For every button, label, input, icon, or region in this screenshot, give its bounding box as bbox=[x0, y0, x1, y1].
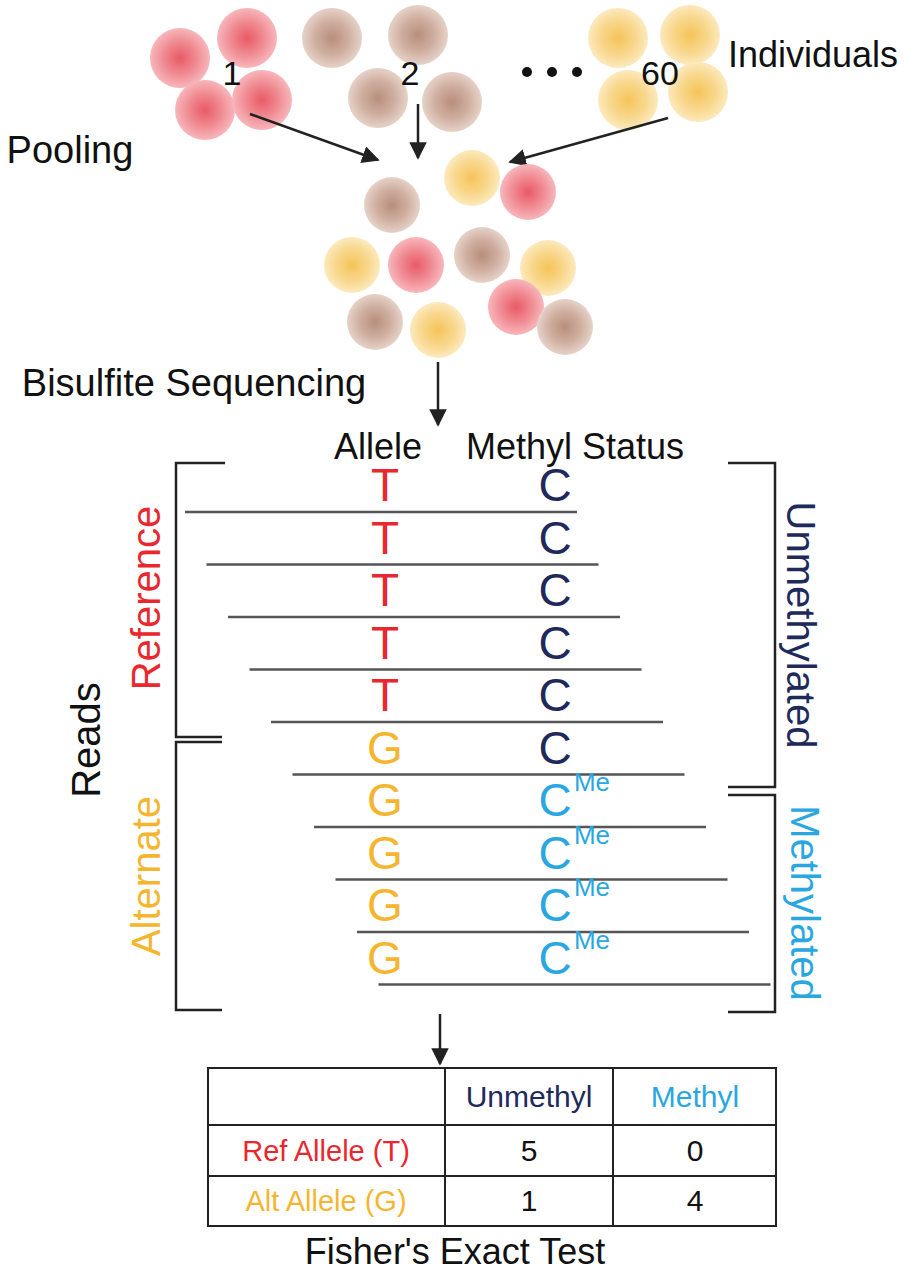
bracket-label: Alternate bbox=[126, 796, 166, 956]
allele-base: T bbox=[371, 462, 399, 508]
individual-number: 1 bbox=[223, 56, 242, 90]
table-header: Methyl bbox=[651, 1082, 739, 1112]
cells-individual-2 bbox=[302, 5, 482, 132]
column-header: Allele bbox=[334, 429, 422, 465]
allele-base: T bbox=[371, 672, 399, 718]
methyl-superscript: Me bbox=[574, 927, 610, 953]
allele-base: G bbox=[367, 830, 403, 876]
methyl-superscript: Me bbox=[574, 822, 610, 848]
methyl-base: C bbox=[538, 672, 571, 718]
individual-number: 2 bbox=[401, 56, 420, 90]
read-lines bbox=[185, 512, 771, 985]
brackets bbox=[176, 463, 775, 1012]
bracket-label: Unmethylated bbox=[781, 502, 821, 749]
allele-base: G bbox=[367, 935, 403, 981]
cells-individual-60 bbox=[588, 5, 728, 130]
step-label: Bisulfite Sequencing bbox=[22, 364, 366, 402]
bracket-label: Reads bbox=[66, 682, 106, 798]
table-row-header: Ref Allele (T) bbox=[242, 1137, 410, 1166]
test-arrow bbox=[439, 1014, 442, 1064]
column-header: Methyl Status bbox=[466, 429, 684, 465]
methyl-base: C bbox=[538, 567, 571, 613]
bracket-label: Methylated bbox=[785, 805, 825, 1001]
methyl-superscript: Me bbox=[574, 769, 610, 795]
table-cell: 0 bbox=[687, 1136, 704, 1166]
allele-base: G bbox=[367, 725, 403, 771]
individuals-label: Individuals bbox=[728, 37, 898, 73]
methyl-base: C bbox=[538, 620, 571, 666]
pooled-cells bbox=[324, 150, 593, 358]
allele-base: T bbox=[371, 515, 399, 561]
allele-base: T bbox=[371, 620, 399, 666]
table-cell: 1 bbox=[521, 1186, 538, 1216]
table-cell: 4 bbox=[687, 1186, 704, 1216]
methyl-superscript: Me bbox=[574, 874, 610, 900]
bracket-label: Reference bbox=[126, 506, 166, 691]
methyl-base: C bbox=[538, 830, 571, 876]
methyl-base: C bbox=[538, 882, 571, 928]
test-caption: Fisher's Exact Test bbox=[305, 1234, 605, 1270]
methyl-base: C bbox=[538, 462, 571, 508]
table-header: Unmethyl bbox=[466, 1082, 593, 1112]
individual-number: 60 bbox=[641, 56, 679, 90]
allele-base: G bbox=[367, 777, 403, 823]
allele-base: G bbox=[367, 882, 403, 928]
step-label: Pooling bbox=[7, 131, 134, 169]
table-row-header: Alt Allele (G) bbox=[245, 1187, 406, 1216]
methyl-base: C bbox=[538, 935, 571, 981]
sequencing-arrow bbox=[437, 362, 440, 425]
ellipsis-dots bbox=[522, 67, 582, 77]
methyl-base: C bbox=[538, 515, 571, 561]
methyl-base: C bbox=[538, 725, 571, 771]
allele-base: T bbox=[371, 567, 399, 613]
table-cell: 5 bbox=[521, 1136, 538, 1166]
contingency-table bbox=[208, 1068, 776, 1226]
methyl-base: C bbox=[538, 777, 571, 823]
